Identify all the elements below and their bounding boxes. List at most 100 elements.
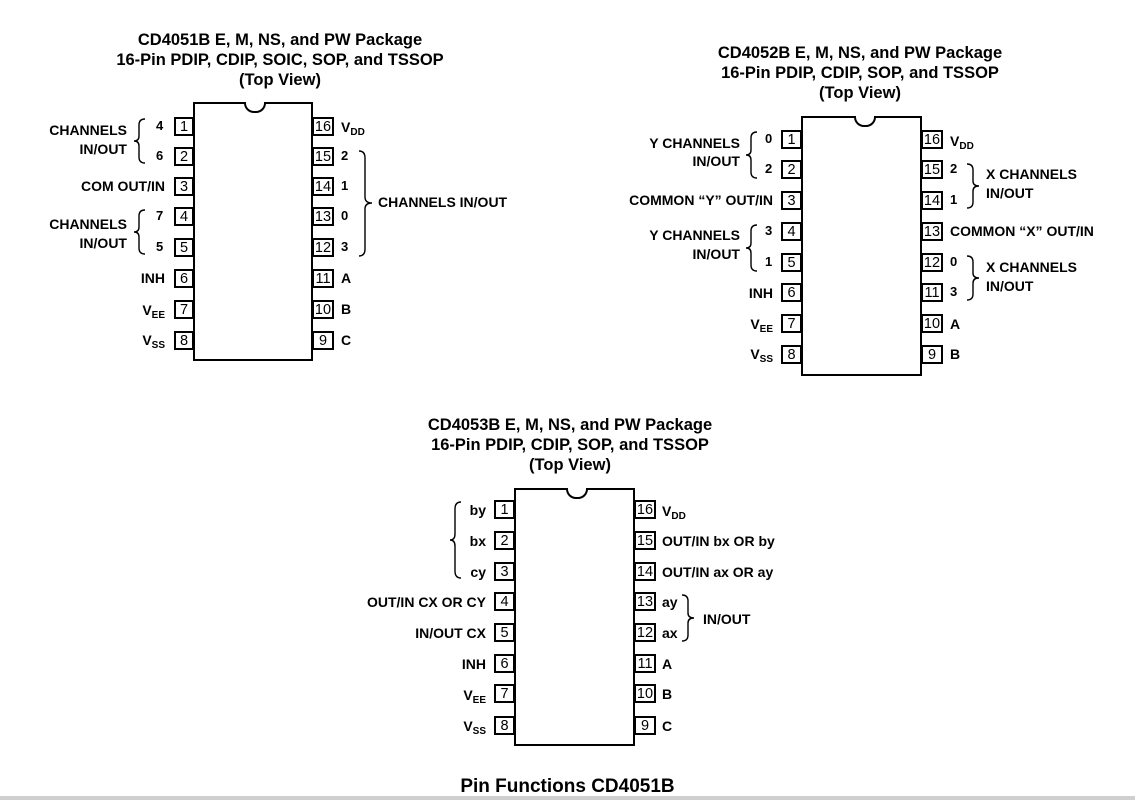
cd4051-label-channels-b-1: CHANNELS (49, 216, 127, 232)
cd4051-chip-body (193, 102, 313, 361)
cd4052-label-common-x: COMMON “X” OUT/IN (950, 223, 1094, 239)
cd4053-label-outin-ax-ay: OUT/IN ax OR ay (662, 564, 774, 580)
cd4053-label-vee: VEE (300, 687, 486, 709)
cd4051-pin-5: 5 (174, 238, 194, 257)
cd4052-ch-x0: 0 (950, 254, 958, 269)
cd4053-label-outin-bx-by: OUT/IN bx OR by (662, 533, 775, 549)
cd4051-pin-15: 15 (312, 147, 334, 166)
cd4053-title-line1: CD4053B E, M, NS, and PW Package (427, 416, 713, 434)
cd4053-label-vee-sub: EE (472, 695, 486, 706)
cd4053-chip-notch (566, 488, 588, 499)
cd4053-pin-15: 15 (634, 531, 656, 550)
cd4052-ch-y0: 0 (765, 131, 773, 146)
cd4053-pin-4: 4 (494, 592, 515, 611)
cd4053-pin-7: 7 (494, 684, 515, 703)
cd4052-pin-2: 2 (781, 160, 802, 179)
cd4052-label-vee-sub: EE (759, 324, 773, 335)
cd4053-label-inout-cx: IN/OUT CX (415, 625, 486, 641)
cd4051-title-line3: (Top View) (239, 71, 321, 89)
cd4051-label-vee: VEE (20, 302, 165, 324)
cd4053-label-vss-main: V (463, 718, 473, 734)
cd4051-label-com: COM OUT/IN (81, 178, 165, 194)
cd4052-label-vss-main: V (750, 346, 760, 362)
cd4051-ch-2: 2 (341, 148, 349, 163)
cd4053-label-vee-main: V (463, 687, 473, 703)
cd4053-brace-left (449, 501, 462, 579)
cd4053-label-cy: cy (470, 564, 486, 580)
cd4051-pin-3: 3 (174, 177, 194, 196)
cd4053-pin-16: 16 (634, 500, 656, 519)
cd4052-title-line1: CD4052B E, M, NS, and PW Package (717, 44, 1003, 62)
cd4053-label-vdd: VDD (662, 503, 686, 525)
cd4051-label-channels-a-1: CHANNELS (49, 122, 127, 138)
cd4052-label-vee-main: V (750, 316, 760, 332)
cd4051-title-line2: 16-Pin PDIP, CDIP, SOIC, SOP, and TSSOP (116, 51, 444, 69)
page-bottom-divider (0, 796, 1135, 800)
cd4051-label-vee-main: V (142, 302, 152, 318)
cd4051-ch-3: 3 (341, 239, 349, 254)
cd4051-label-vss: VSS (20, 332, 165, 354)
cd4051-label-channels-b-2: IN/OUT (79, 235, 127, 251)
cd4051-pin-11: 11 (312, 269, 334, 288)
cd4053-pin-13: 13 (634, 592, 656, 611)
cd4052-label-vdd-sub: DD (959, 141, 974, 152)
cd4051-ch-4: 4 (156, 118, 164, 133)
cd4053-pin-1: 1 (494, 500, 515, 519)
cd4051-label-b: B (341, 301, 352, 317)
cd4053-label-outin-cx-cy: OUT/IN CX OR CY (366, 594, 486, 610)
cd4052-brace-left-a (745, 131, 758, 179)
cd4053-label-bx: bx (469, 533, 486, 549)
cd4051-ch-7: 7 (156, 208, 164, 223)
cd4051-brace-left-b (133, 209, 146, 255)
cd4053-label-vss: VSS (300, 718, 486, 740)
cd4052-chip-notch (854, 116, 876, 127)
cd4052-pin-9: 9 (921, 345, 943, 364)
cd4052-label-x-channels-a-1: X CHANNELS (986, 166, 1078, 182)
cd4053-pin-5: 5 (494, 623, 515, 642)
cd4051-pin-8: 8 (174, 331, 194, 350)
cd4052-label-x-channels-b-2: IN/OUT (986, 278, 1034, 294)
cd4053-label-ay: ay (662, 594, 678, 610)
cd4053-label-b: B (662, 686, 673, 702)
cd4051-label-channels-a-2: IN/OUT (79, 141, 127, 157)
cd4051-label-vdd-sub: DD (350, 127, 365, 138)
cd4051-label-vss-main: V (142, 332, 152, 348)
cd4052-label-a: A (950, 316, 961, 332)
cd4053-label-by: by (469, 502, 486, 518)
cd4051-pin-1: 1 (174, 117, 194, 136)
cd4052-label-y-channels-b-2: IN/OUT (692, 246, 740, 262)
cd4053-label-inh: INH (461, 656, 486, 672)
cd4052-title: CD4052B E, M, NS, and PW Package 16-Pin … (660, 43, 1060, 103)
cd4052-label-y-channels-a-2: IN/OUT (692, 153, 740, 169)
cd4053-title: CD4053B E, M, NS, and PW Package 16-Pin … (370, 415, 770, 475)
cd4052-ch-y2: 2 (765, 161, 773, 176)
cd4053-pin-14: 14 (634, 562, 656, 581)
cd4051-label-vdd-main: V (341, 119, 351, 135)
cd4051-label-a: A (341, 270, 352, 286)
cd4051-label-inh: INH (140, 270, 165, 286)
cd4052-label-vss-sub: SS (759, 354, 773, 365)
cd4052-pin-16: 16 (921, 130, 943, 149)
cd4053-title-line2: 16-Pin PDIP, CDIP, SOP, and TSSOP (431, 436, 709, 454)
cd4052-pin-6: 6 (781, 283, 802, 302)
cd4053-label-ax: ax (662, 625, 678, 641)
cd4052-pin-5: 5 (781, 253, 802, 272)
cd4052-label-vdd: VDD (950, 133, 974, 155)
cd4053-pin-10: 10 (634, 684, 656, 703)
cd4053-label-inout: IN/OUT (703, 611, 751, 627)
cd4051-label-vss-sub: SS (151, 340, 165, 351)
cd4053-label-vdd-sub: DD (671, 511, 686, 522)
cd4052-pin-7: 7 (781, 314, 802, 333)
cd4052-pin-4: 4 (781, 222, 802, 241)
cd4051-pin-4: 4 (174, 207, 194, 226)
cd4052-label-x-channels-b-1: X CHANNELS (986, 259, 1078, 275)
cd4051-pin-14: 14 (312, 177, 334, 196)
cd4052-pin-8: 8 (781, 345, 802, 364)
cd4052-pin-1: 1 (781, 130, 802, 149)
cd4051-title: CD4051B E, M, NS, and PW Package 16-Pin … (80, 30, 480, 90)
cd4051-pin-6: 6 (174, 269, 194, 288)
cd4052-pin-3: 3 (781, 191, 802, 210)
cd4052-pin-14: 14 (921, 191, 943, 210)
cd4052-pin-15: 15 (921, 160, 943, 179)
cd4052-label-inh: INH (748, 285, 773, 301)
